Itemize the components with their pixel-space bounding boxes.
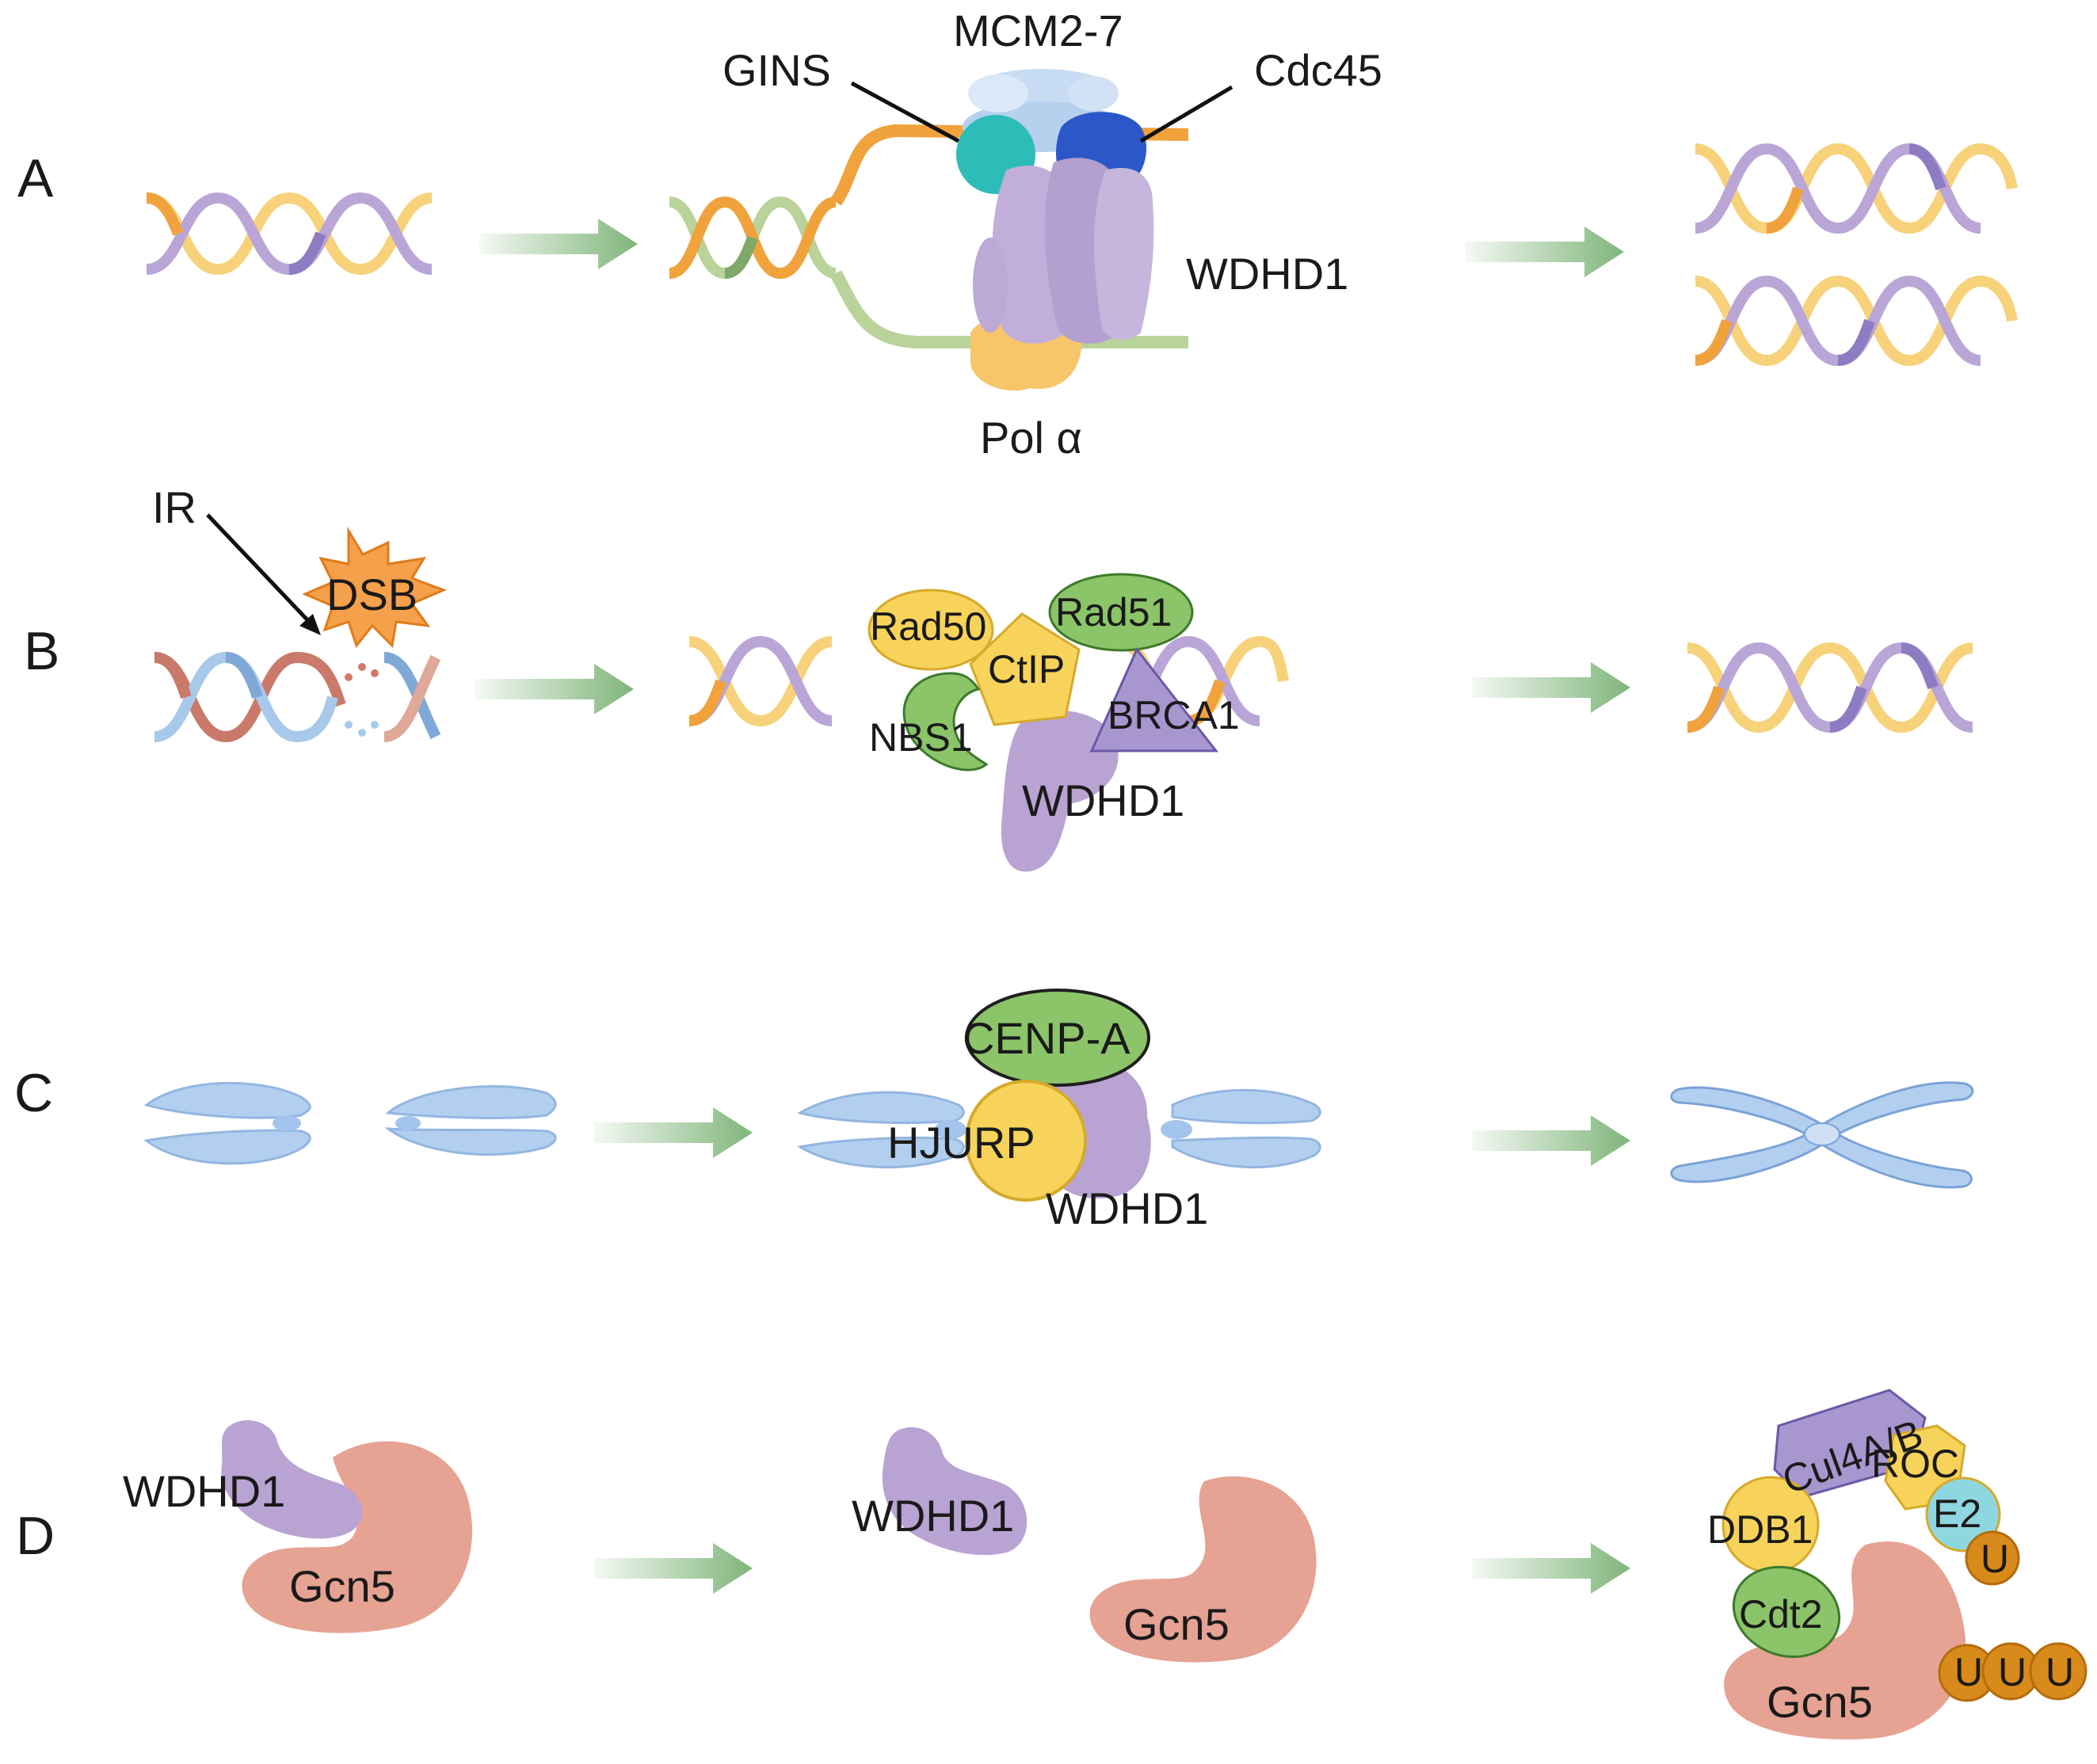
cdc45-leader-line	[1139, 85, 1233, 143]
arrow-c-1	[594, 1107, 753, 1158]
arrow-d-2	[1472, 1543, 1630, 1594]
wdhd1-label-c: WDHD1	[1046, 1183, 1208, 1233]
ctip-label: CtIP	[988, 647, 1065, 692]
panel-b: B IR DSB	[24, 482, 1974, 872]
dna-helix-a-output-2	[1694, 275, 2018, 367]
panel-b-letter: B	[24, 621, 59, 681]
arrow-b-1	[475, 664, 634, 714]
wdhd1-label-d-bound: WDHD1	[123, 1466, 285, 1516]
wdhd1-label-d-free: WDHD1	[852, 1491, 1014, 1541]
arrow-a-1	[479, 219, 638, 269]
dsb-burst	[302, 526, 448, 649]
chromatid-pair-left	[143, 1081, 311, 1165]
arrow-d-1	[594, 1543, 753, 1594]
wdhd1-label-b: WDHD1	[1022, 775, 1184, 825]
pol-alpha-label: Pol α	[980, 413, 1082, 463]
ubiquitin-chain-2-label: U	[1998, 1650, 2026, 1694]
hjurp-label: HJURP	[887, 1118, 1035, 1168]
ubiquitin-e2-label: U	[1981, 1537, 2009, 1581]
wdhd1-protein-b	[1001, 710, 1119, 872]
gins-leader-line	[850, 81, 960, 143]
dna-helix-b-broken	[153, 651, 441, 743]
panel-a-letter: A	[17, 148, 54, 208]
cenp-a-protein	[965, 989, 1150, 1087]
arrow-c-2	[1472, 1115, 1630, 1166]
gcn5-label-d-bound: Gcn5	[289, 1561, 395, 1611]
wdhd1-protein-free	[882, 1427, 1028, 1556]
chromatid-pair-right	[384, 1085, 557, 1156]
panel-a: A	[17, 6, 2018, 463]
ubiquitin-e2	[1965, 1530, 2020, 1586]
ddb1-label: DDB1	[1707, 1507, 1813, 1552]
cenp-a-label: CENP-A	[963, 1013, 1130, 1063]
dna-helix-b-output	[1686, 642, 1974, 733]
replication-fork	[668, 124, 1189, 349]
nbs1-label: NBS1	[869, 715, 973, 760]
nbs1-protein	[902, 672, 989, 772]
gcn5-protein-free	[1089, 1476, 1317, 1663]
ubiquitin-chain-3-label: U	[2046, 1650, 2074, 1694]
gcn5-protein-ub	[1724, 1541, 1966, 1739]
ir-label: IR	[152, 482, 196, 532]
arrow-b-2	[1472, 662, 1630, 713]
cdt2-label: Cdt2	[1739, 1592, 1823, 1636]
chromosome-x	[1670, 1081, 1974, 1189]
dna-helix-a-output-1	[1694, 143, 2018, 234]
rad51-protein	[1048, 573, 1194, 652]
ubiquitin-chain-1-label: U	[1954, 1650, 1983, 1694]
dsb-label: DSB	[326, 570, 417, 619]
hjurp-protein	[965, 1080, 1087, 1202]
gcn5-label-d-ub: Gcn5	[1767, 1677, 1873, 1727]
gcn5-label-d-free: Gcn5	[1123, 1599, 1230, 1649]
gins-label: GINS	[723, 45, 831, 95]
rad51-label: Rad51	[1055, 590, 1172, 634]
cdc45-label: Cdc45	[1254, 45, 1382, 95]
arrow-a-2	[1466, 227, 1624, 277]
rad50-label: Rad50	[870, 604, 986, 649]
ctip-protein	[969, 612, 1081, 726]
ubiquitin-chain-3	[2029, 1642, 2087, 1701]
mcm2-7-label: MCM2-7	[953, 6, 1123, 55]
dna-helix-a-input	[146, 192, 433, 276]
centromere-assembly	[796, 1088, 1321, 1169]
panel-d: D WDHD1 Gcn5 WDHD1 Gcn5 Cul4A/B ROC E2 D…	[16, 1389, 2087, 1739]
wdhd1-label-a: WDHD1	[1186, 249, 1348, 299]
panel-c-letter: C	[14, 1063, 53, 1123]
panel-d-letter: D	[16, 1506, 55, 1566]
e2-protein	[1925, 1476, 2001, 1553]
brca1-protein	[1089, 647, 1219, 752]
rad50-protein	[867, 589, 994, 671]
gcn5-protein-bound	[242, 1441, 472, 1633]
e2-label: E2	[1933, 1492, 1981, 1536]
ir-arrowhead	[299, 614, 321, 635]
wdhd1-protein-bound	[221, 1419, 363, 1539]
panel-c: C CENP-A HJURP WDHD1	[14, 989, 1974, 1233]
cdt2-protein	[1732, 1565, 1841, 1659]
ir-arrow	[206, 513, 315, 627]
roc-label: ROC	[1871, 1442, 1959, 1486]
brca1-label: BRCA1	[1108, 693, 1240, 737]
wdhd1-trimer	[973, 158, 1154, 344]
